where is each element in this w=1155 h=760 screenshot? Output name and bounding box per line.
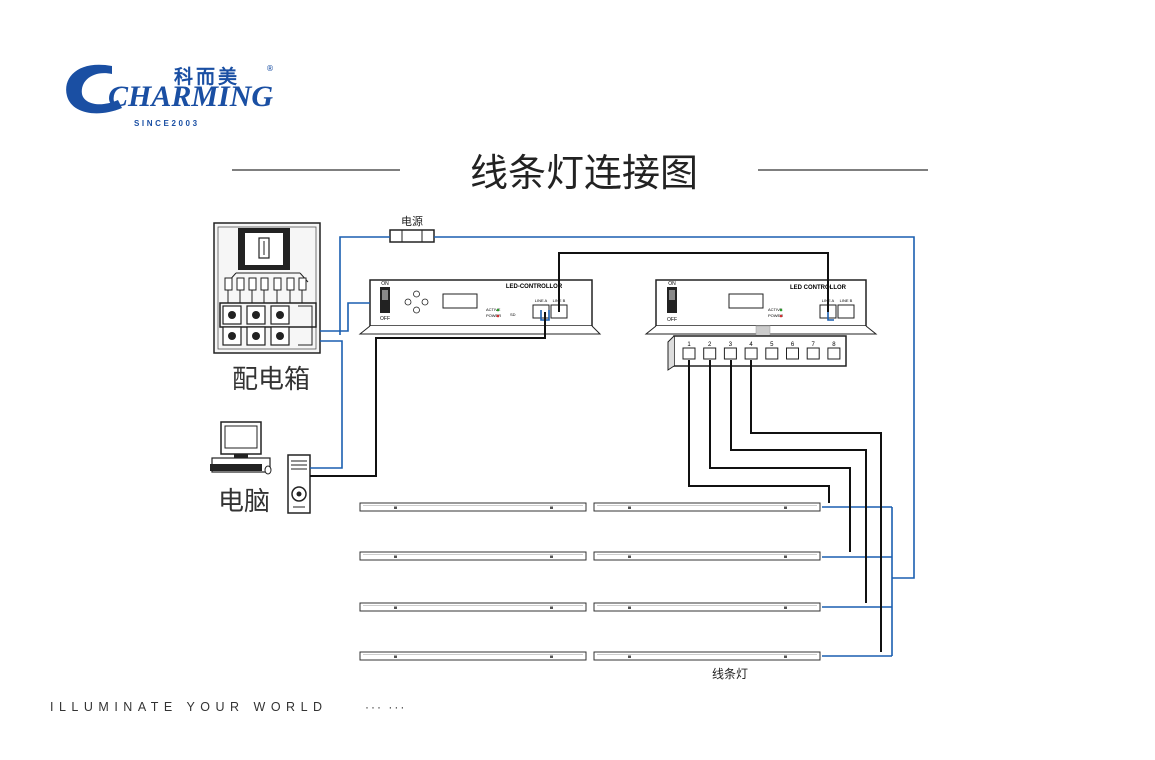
controller-right-title: LED CONTROLLOR <box>790 285 847 291</box>
logo-registered: ® <box>266 64 274 73</box>
distribution-box-label: 配电箱 <box>232 365 310 395</box>
splitter-port-number: 2 <box>708 342 712 348</box>
line-light-mount <box>784 606 787 609</box>
splitter-port-socket <box>786 347 799 360</box>
footer-slogan: ILLUMINATE YOUR WORLD <box>50 700 328 714</box>
controller-left-sd: SD <box>510 312 516 317</box>
line-light-bars <box>359 502 821 661</box>
line-light-mount <box>550 555 553 558</box>
line-light-bar <box>359 602 587 612</box>
blue-power-wires <box>310 236 915 657</box>
distribution-box <box>213 222 321 354</box>
controller-left-switch-on: ON <box>381 281 389 287</box>
line-light-mount <box>628 506 631 509</box>
line-light-bar <box>593 651 821 661</box>
splitter-port-number: 3 <box>729 342 733 348</box>
controller-left-port-a-label: LINE A <box>535 298 548 303</box>
computer-label: 电脑 <box>218 487 270 517</box>
led-controller-left: ON OFF LED-CONTROLLOR ACTIVE POWER SD LI… <box>358 279 602 335</box>
splitter-port-number: 5 <box>770 342 774 348</box>
line-light-bar <box>593 551 821 561</box>
line-light-bar <box>593 602 821 612</box>
controller-left-title: LED-CONTROLLOR <box>506 284 563 290</box>
line-light-bar <box>359 551 587 561</box>
splitter-port-number: 7 <box>812 342 816 348</box>
line-light-mount <box>784 506 787 509</box>
splitter-port-socket <box>723 347 737 360</box>
controller-right-port-b-label: LINE B <box>840 298 853 303</box>
controller-right-port-b <box>837 304 855 319</box>
black-data-wires <box>310 252 882 652</box>
splitter-port-socket <box>827 347 841 360</box>
line-light-mount <box>550 506 553 509</box>
controller-left-power: POWER <box>486 313 501 318</box>
line-light-mount <box>550 606 553 609</box>
line-light-bar <box>593 502 821 512</box>
splitter-port-number: 1 <box>687 342 691 348</box>
splitter-port-number: 8 <box>832 342 836 348</box>
controller-left-switch-off: OFF <box>380 316 390 322</box>
splitter-port-socket <box>703 347 717 360</box>
footer-dots: ··· ··· <box>365 700 406 714</box>
line-light-bar <box>359 502 587 512</box>
line-light-mount <box>394 506 397 509</box>
line-light-mount <box>784 655 787 658</box>
logo-c-swoosh <box>66 64 122 114</box>
controller-right-switch-off: OFF <box>667 317 677 323</box>
line-light-bar <box>359 651 587 661</box>
line-light-mount <box>628 606 631 609</box>
line-lights-label: 线条灯 <box>712 667 748 681</box>
page-title: 线条灯连接图 <box>470 151 698 195</box>
line-light-mount <box>628 555 631 558</box>
splitter-port-number: 4 <box>749 342 753 348</box>
controller-right-switch-on: ON <box>668 281 676 287</box>
company-logo: CHARMING 科而美 ® SINCE2003 <box>66 64 274 128</box>
splitter-port-number: 6 <box>791 342 795 348</box>
splitter-port-socket <box>765 347 779 360</box>
line-light-mount <box>628 655 631 658</box>
power-supply-label: 电源 <box>401 214 423 228</box>
logo-english: CHARMING <box>108 80 273 113</box>
line-light-mount <box>394 655 397 658</box>
splitter-port-socket <box>744 347 758 360</box>
controller-left-active: ACTIVE <box>486 307 501 312</box>
computer-monitor <box>210 421 272 475</box>
line-light-mount <box>394 555 397 558</box>
line-light-mount <box>394 606 397 609</box>
led-controller-right: ON OFF LED CONTROLLOR ACTIVE POWER LINE … <box>644 279 878 337</box>
line-light-mount <box>784 555 787 558</box>
splitter-port-socket <box>806 347 820 360</box>
power-supply <box>389 229 435 243</box>
computer-tower <box>287 454 311 514</box>
splitter-port-socket <box>682 347 696 360</box>
controller-right-power: POWER <box>768 313 783 318</box>
logo-chinese: 科而美 <box>174 65 240 88</box>
logo-since: SINCE2003 <box>134 119 200 128</box>
controller-right-active: ACTIVE <box>768 307 783 312</box>
splitter-ports: 1 2 3 4 5 6 7 8 <box>682 342 841 360</box>
line-light-mount <box>550 655 553 658</box>
